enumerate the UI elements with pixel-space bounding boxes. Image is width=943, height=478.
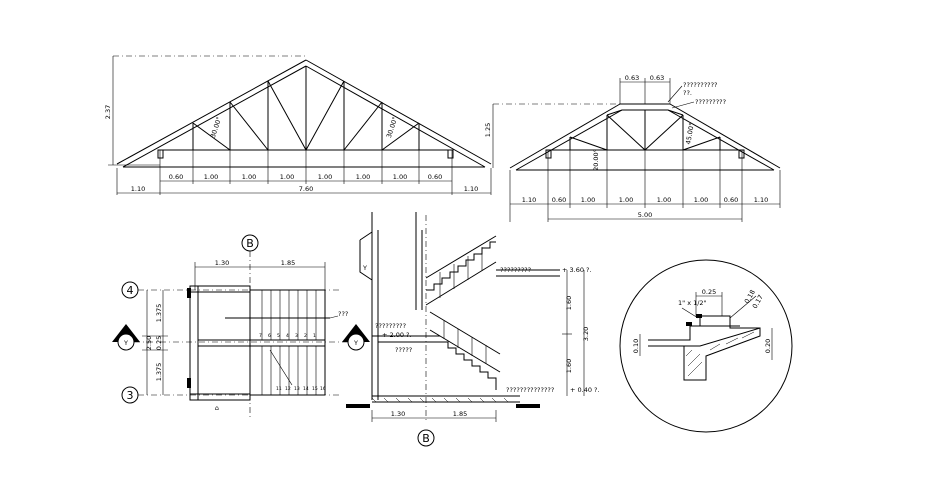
plan-side-dim-total: 2.50 <box>145 336 153 350</box>
truss-large-panel-2: 1.00 <box>204 173 218 181</box>
svg-text:Y: Y <box>123 339 128 347</box>
truss-small-dim-4: 1.00 <box>619 196 633 204</box>
stair-plan: B 4 3 1.30 1.85 2.50 1.375 0.25 1.375 <box>112 234 370 420</box>
truss-small-dim-2: 0.60 <box>552 196 566 204</box>
section-marker-right: Y <box>342 324 370 351</box>
truss-large-panel-3: 1.00 <box>242 173 256 181</box>
step-num-14: 14 <box>303 386 309 392</box>
plan-top-dim-2: 1.85 <box>281 259 295 267</box>
step-num-16: 16 <box>320 386 326 392</box>
section-mid-note-2: ????? <box>395 346 412 354</box>
section-marker-elev: Y <box>362 264 367 272</box>
truss-large-panel-8: 0.60 <box>428 173 442 181</box>
truss-large-overhang-left: 1.10 <box>131 185 145 193</box>
truss-small-dim-5: 1.00 <box>657 196 671 204</box>
step-num-3: 3 <box>295 333 298 339</box>
detail-nosing-note: 1" x 1/2" <box>678 299 707 307</box>
section-bottom-dim-2: 1.85 <box>453 410 467 418</box>
truss-large-panel-4: 1.00 <box>280 173 294 181</box>
truss-large-angle-right: 30.00° <box>385 116 399 139</box>
plan-top-dim-1: 1.30 <box>215 259 229 267</box>
truss-large-height: 2.37 <box>104 105 112 119</box>
detail-top-dim: 0.25 <box>702 288 716 296</box>
truss-small-note-1b: ??. <box>683 89 692 97</box>
truss-small-dim-7: 0.60 <box>724 196 738 204</box>
truss-large: 2.37 30.00° 30.00° <box>104 55 492 195</box>
detail-right-dim: 0.20 <box>764 339 772 353</box>
axis-label-4: 4 <box>127 284 134 297</box>
truss-small: 1.25 0.63 0.63 ?????????? ??. ????????? <box>484 74 781 222</box>
truss-small-note-2: ????????? <box>695 98 726 106</box>
axis-label-3: 3 <box>127 389 134 402</box>
section-marker-left: Y <box>112 324 140 351</box>
plan-side-dim-3: 1.375 <box>155 363 163 382</box>
truss-large-span: 7.60 <box>299 185 313 193</box>
truss-small-dim-3: 1.00 <box>581 196 595 204</box>
step-num-13: 13 <box>294 386 300 392</box>
section-total-height: 3.20 <box>582 327 590 341</box>
step-num-6: 6 <box>268 333 271 339</box>
truss-small-dim-1: 1.10 <box>522 196 536 204</box>
step-detail: 0.25 1" x 1/2" 0.18 0.17 0.10 0.20 <box>619 259 793 433</box>
truss-large-angle-left: 30.00° <box>209 116 223 139</box>
plan-side-dim-1: 1.375 <box>155 304 163 323</box>
truss-large-panel-6: 1.00 <box>356 173 370 181</box>
truss-large-panel-7: 1.00 <box>393 173 407 181</box>
svg-text:Y: Y <box>353 339 358 347</box>
plan-side-dim-2: 0.25 <box>155 336 163 350</box>
section-bottom-dim-1: 1.30 <box>391 410 405 418</box>
truss-large-panel-5: 1.00 <box>318 173 332 181</box>
truss-small-span: 5.00 <box>638 211 652 219</box>
truss-small-angle-right: 45.00° <box>684 122 696 145</box>
step-num-7: 7 <box>259 333 262 339</box>
section-mid-note-1: ????????? <box>375 322 406 330</box>
section-lower-note: ?????????????? <box>506 386 554 394</box>
section-lower-level: + 0.40 ?. <box>570 386 600 394</box>
truss-small-top-seg-1: 0.63 <box>625 74 639 82</box>
section-upper-level: + 3.60 ?. <box>562 266 592 274</box>
truss-large-overhang-right: 1.10 <box>464 185 478 193</box>
truss-small-dim-8: 1.10 <box>754 196 768 204</box>
axis-label-b-top: B <box>246 237 254 250</box>
section-flight-bottom: 1.60 <box>565 359 573 373</box>
step-num-1: 1 <box>313 333 316 339</box>
section-flight-top: 1.60 <box>565 296 573 310</box>
step-num-12: 12 <box>285 386 291 392</box>
truss-small-angle-left: 20.00° <box>592 149 600 171</box>
step-num-11: 11 <box>276 386 282 392</box>
plan-note: ??? <box>338 310 348 318</box>
truss-small-top-seg-2: 0.63 <box>650 74 664 82</box>
step-num-15: 15 <box>312 386 318 392</box>
step-num-2: 2 <box>304 333 307 339</box>
north-icon: ⌂ <box>215 404 219 412</box>
truss-small-height: 1.25 <box>484 123 492 137</box>
section-mid-level: + 2.00 ?. <box>382 331 412 339</box>
detail-left-dim: 0.10 <box>632 339 640 353</box>
axis-label-b-bottom: B <box>422 432 430 445</box>
section-upper-note: ????????? <box>500 266 531 274</box>
stair-section: Y <box>346 212 600 447</box>
truss-small-note-1: ?????????? <box>683 81 718 89</box>
truss-large-panel-1: 0.60 <box>169 173 183 181</box>
step-num-5: 5 <box>277 333 280 339</box>
truss-small-dim-6: 1.00 <box>694 196 708 204</box>
step-num-4: 4 <box>286 333 289 339</box>
